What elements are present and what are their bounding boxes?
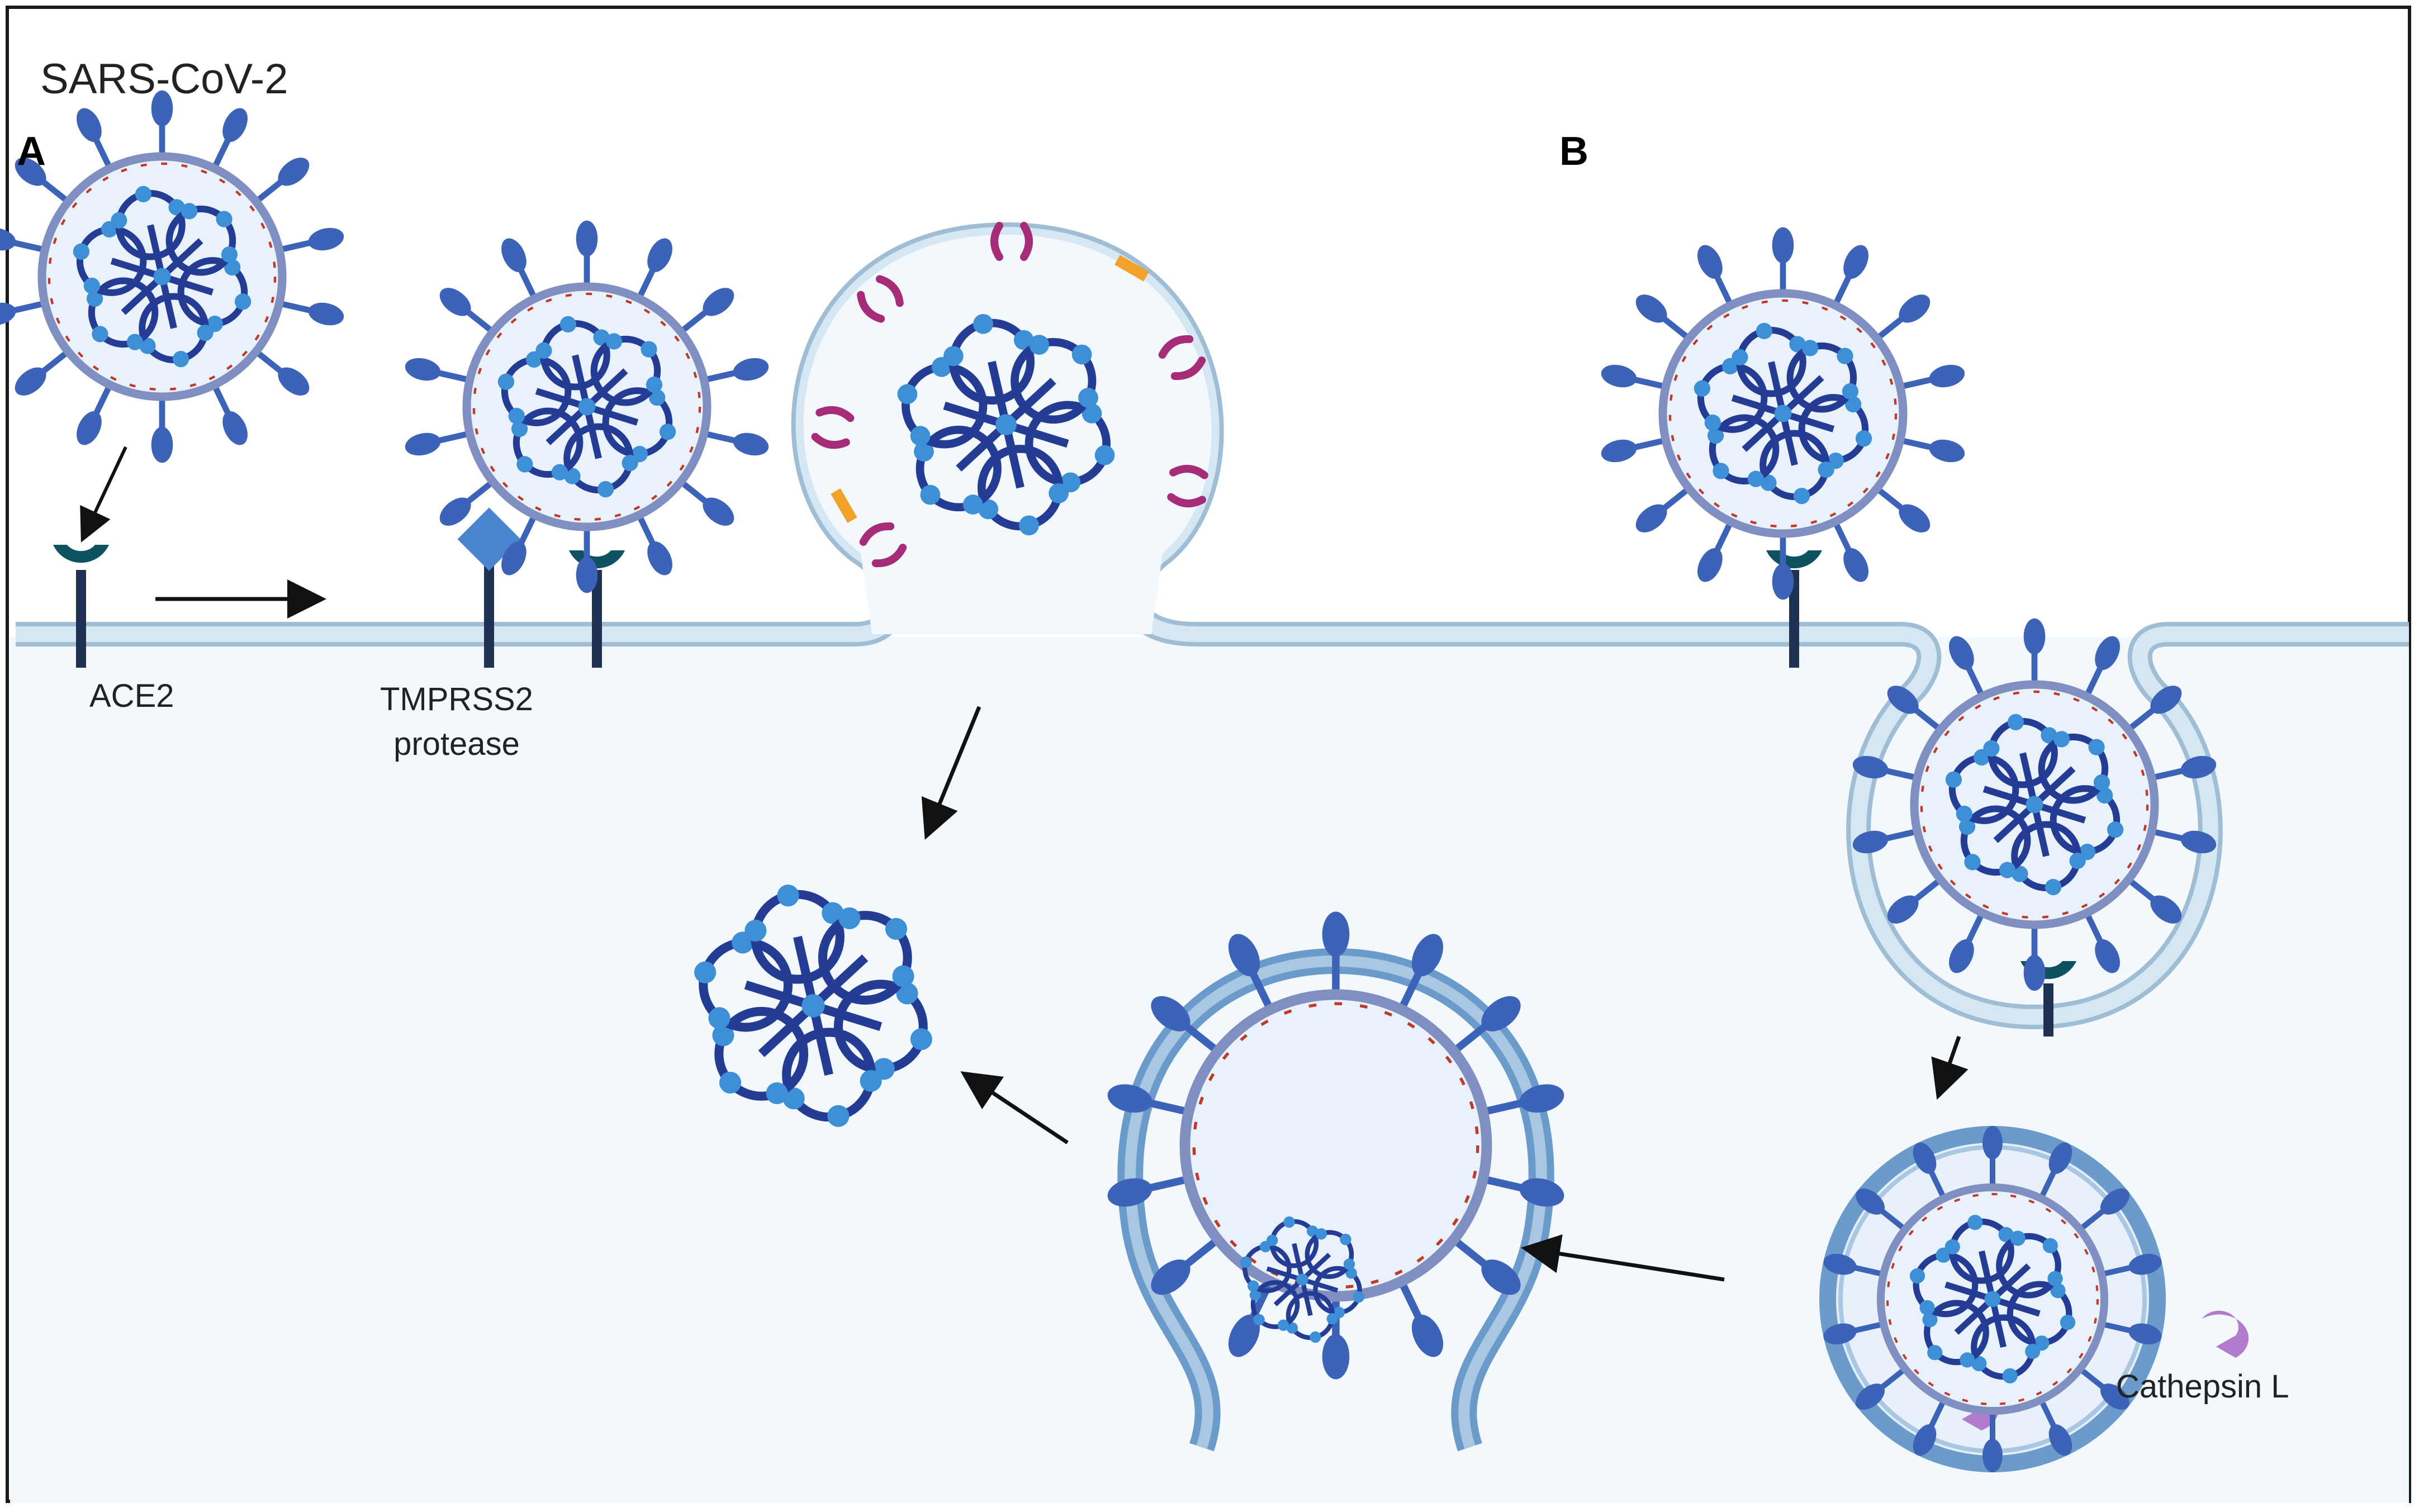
plasma-membrane-b <box>1347 622 2409 1030</box>
virion-endocytosing <box>1852 618 2217 991</box>
membrane-marker <box>831 488 857 523</box>
virion-approaching <box>0 90 344 463</box>
virion-bound-tmprss2 <box>405 220 769 593</box>
tmprss2-label: TMPRSS2 protease <box>380 677 533 767</box>
envelope-protein <box>811 406 855 449</box>
viral-rna-fusion-pore <box>897 313 1115 536</box>
envelope-protein <box>1158 335 1206 381</box>
virion-bound-panel-b-genome <box>1694 322 1872 505</box>
virion-in-endosome-genome <box>1909 1215 2076 1383</box>
virion-fusing <box>1107 911 1564 1380</box>
arrow-attachment <box>80 446 127 543</box>
viral-rna-escaping <box>1240 1216 1365 1343</box>
cathepsin-label: Cathepsin L <box>2116 1368 2289 1405</box>
tmprss2-label-line2: protease <box>393 726 520 762</box>
ace2-receptor <box>53 545 109 668</box>
viral-rna-released <box>694 885 932 1127</box>
arrow-endocytosis <box>1931 1035 1969 1100</box>
virion-bound-tmprss2-genome <box>497 316 676 498</box>
virion-approaching-genome <box>73 186 252 368</box>
arrow-fusion-release <box>960 1071 1069 1144</box>
cathepsin-l-enzyme <box>2202 1310 2249 1358</box>
membrane-marker <box>1114 255 1149 282</box>
envelope-protein <box>857 275 904 323</box>
tmprss2-label-line1: TMPRSS2 <box>380 681 533 717</box>
arrow-rna-release <box>921 706 981 840</box>
ace2-label: ACE2 <box>89 678 174 714</box>
envelope-protein <box>859 522 907 568</box>
panel-label-a: A <box>17 129 46 174</box>
envelope-protein <box>990 222 1033 261</box>
virion-in-endosome <box>1823 1126 2162 1472</box>
virion-bound-panel-b <box>1601 227 1965 600</box>
envelope-protein <box>1167 465 1208 507</box>
figure-title: SARS-CoV-2 <box>40 55 288 103</box>
virion-endocytosing-genome <box>1945 714 2124 896</box>
arrow-endosome-to-fusion <box>1521 1234 1725 1282</box>
panel-label-b: B <box>1559 129 1588 174</box>
